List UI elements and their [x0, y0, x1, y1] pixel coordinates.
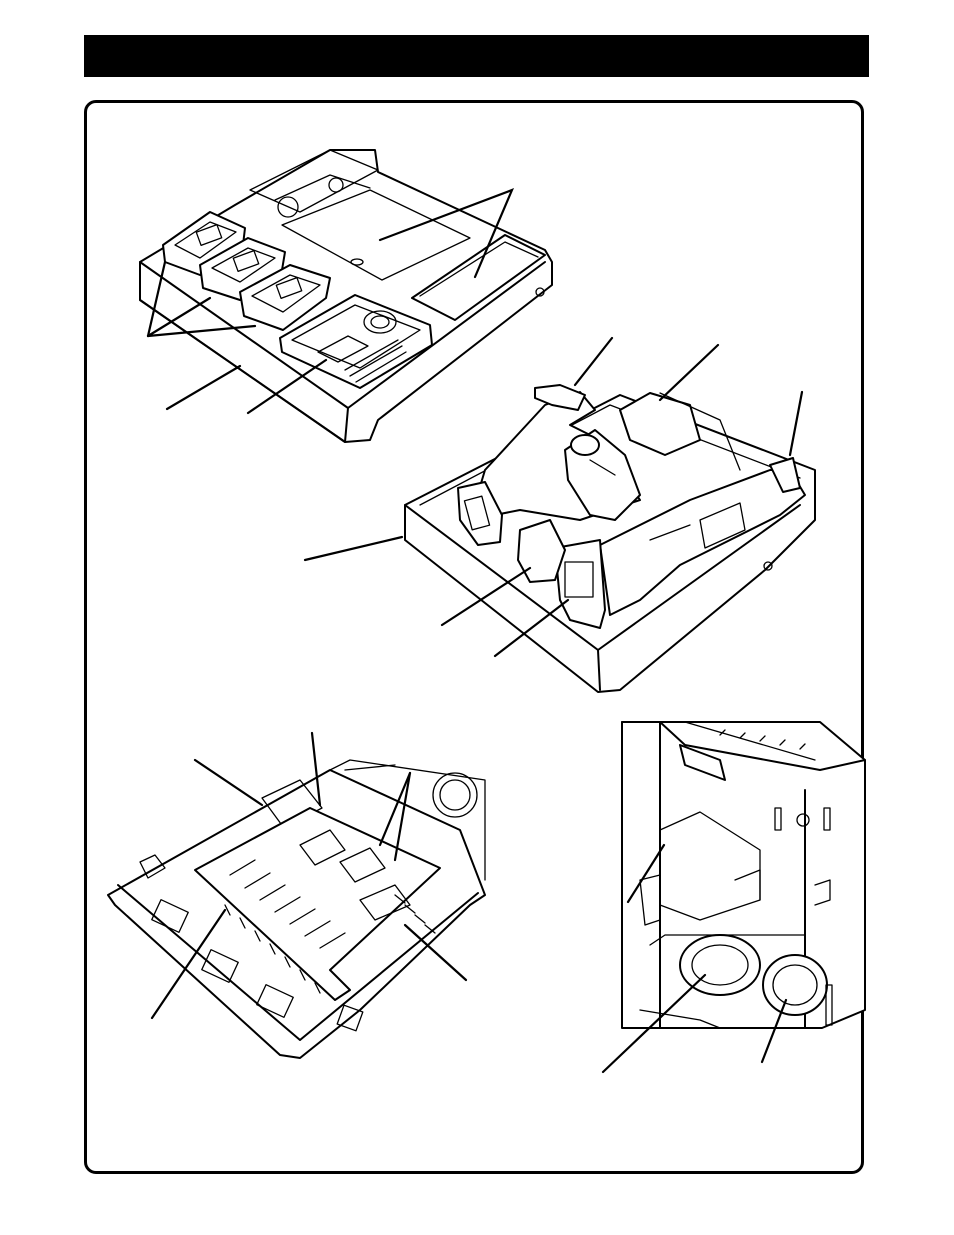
battery-charger-tray: [139, 149, 553, 443]
accessory-tray-insert: [107, 731, 486, 1059]
figure-frame: [84, 100, 864, 1174]
tool-storage-tray: [303, 336, 816, 693]
battery-pack-3: [239, 264, 331, 331]
battery-pack-2: [199, 237, 286, 301]
header-bar: [84, 35, 869, 77]
case-interior: [601, 721, 866, 1074]
